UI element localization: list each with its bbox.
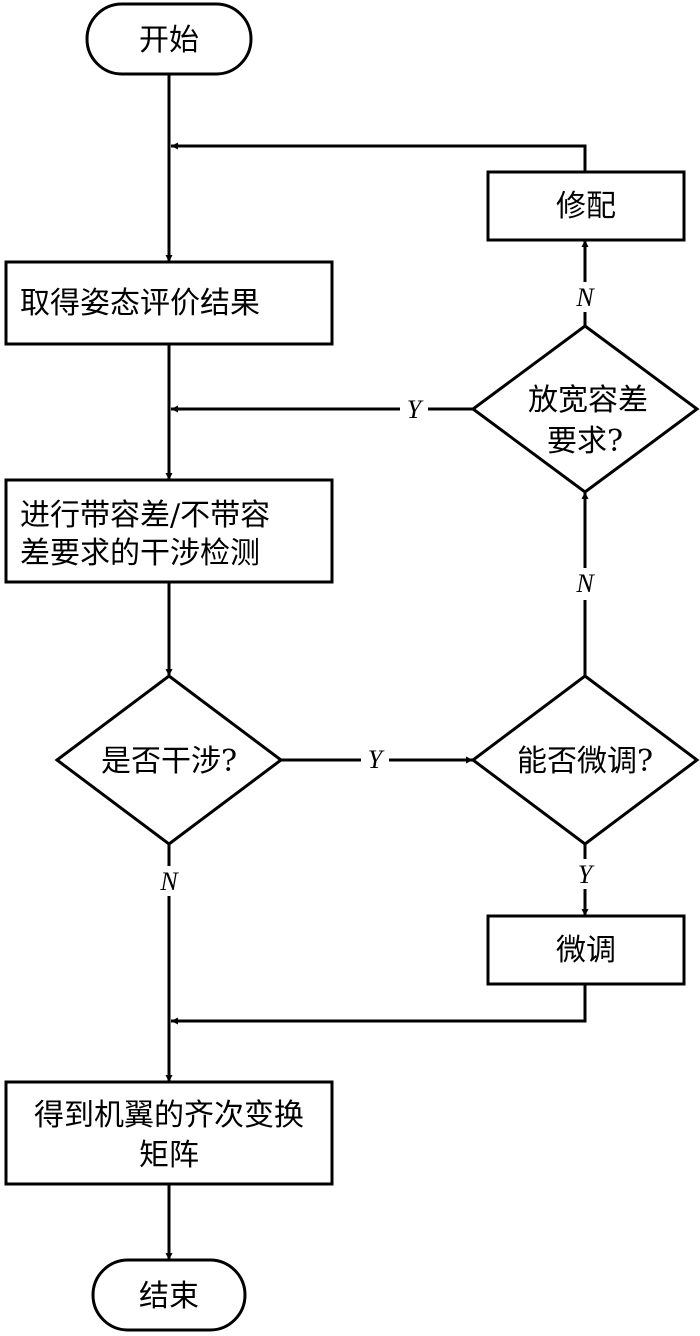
start-label: 开始 — [139, 23, 199, 58]
interference-check-node: 进行带容差/不带容 差要求的干涉检测 — [4, 478, 334, 584]
finetune-yes-label: Y — [578, 860, 595, 889]
finetune-node: 微调 — [486, 914, 686, 986]
relax-no-label: N — [575, 283, 595, 312]
edge-finetune-return — [171, 984, 587, 1025]
interference-check-label-line1: 进行带容差/不带容 — [20, 498, 270, 533]
matrix-label-line2: 矩阵 — [139, 1138, 199, 1173]
interfere-yes-label: Y — [368, 745, 385, 774]
start-node: 开始 — [85, 2, 253, 76]
finetune-label: 微调 — [556, 933, 616, 968]
relax-yes-label: Y — [407, 395, 424, 424]
finetune-decision: 能否微调? — [470, 674, 700, 846]
interfere-decision: 是否干涉? — [54, 674, 284, 846]
repair-label: 修配 — [556, 189, 616, 224]
interfere-no-label: N — [159, 867, 179, 896]
matrix-node: 得到机翼的齐次变换 矩阵 — [4, 1080, 334, 1186]
interference-check-label-line2: 差要求的干涉检测 — [20, 536, 260, 571]
interfere-decision-label: 是否干涉? — [101, 744, 237, 779]
relax-tolerance-label-line2: 要求? — [547, 424, 623, 459]
repair-node: 修配 — [486, 170, 686, 242]
get-result-node: 取得姿态评价结果 — [4, 260, 334, 346]
edge-repair-return — [171, 142, 587, 172]
finetune-decision-label: 能否微调? — [517, 744, 653, 779]
relax-tolerance-label-line1: 放宽容差 — [528, 383, 648, 418]
get-result-label: 取得姿态评价结果 — [20, 286, 260, 321]
relax-tolerance-decision: 放宽容差 要求? — [470, 324, 700, 494]
end-label: 结束 — [139, 1279, 199, 1314]
finetune-no-label: N — [575, 569, 595, 598]
matrix-label-line1: 得到机翼的齐次变换 — [34, 1098, 304, 1133]
end-node: 结束 — [91, 1258, 247, 1332]
